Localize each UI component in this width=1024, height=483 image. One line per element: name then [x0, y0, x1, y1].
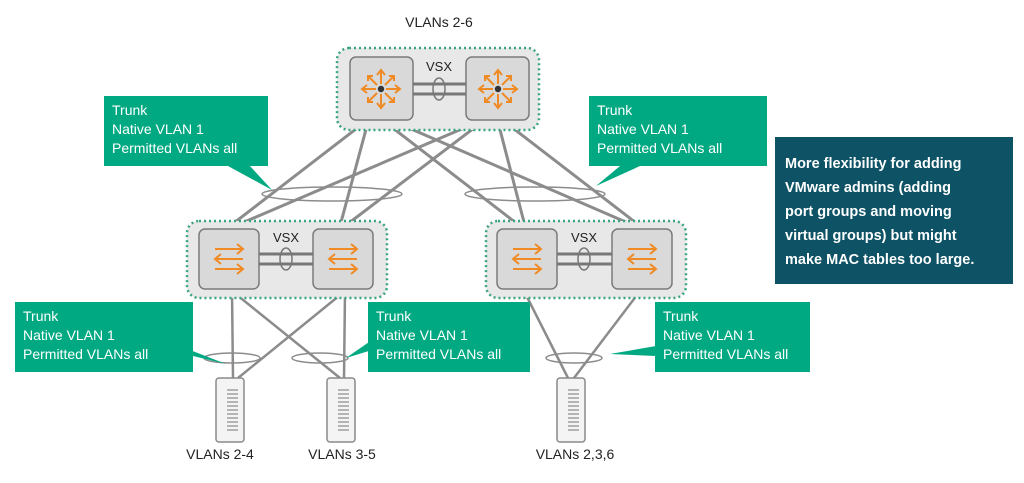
core-vsx-label: VSX — [426, 59, 452, 74]
callout-lower-right: Trunk Native VLAN 1 Permitted VLANs all — [655, 302, 810, 372]
note-line: make MAC tables too large. — [785, 252, 975, 268]
callout-line: Trunk — [597, 102, 633, 118]
callout-line: Permitted VLANs all — [112, 140, 238, 156]
lag-ring-upper-right — [464, 186, 606, 202]
callout-line: Native VLAN 1 — [597, 121, 689, 137]
switch-arrows-icon — [214, 243, 244, 275]
right-vsx-label: VSX — [571, 230, 597, 245]
callout-line: Permitted VLANs all — [663, 346, 789, 362]
right-vsx-group: VSX — [484, 219, 688, 300]
callout-line: Native VLAN 1 — [112, 121, 204, 137]
callout-upper-left: Trunk Native VLAN 1 Permitted VLANs all — [104, 96, 268, 166]
lag-ring-upper-left — [261, 186, 403, 202]
callout-line: Trunk — [376, 308, 412, 324]
flexibility-note: More flexibility for adding VMware admin… — [775, 137, 1013, 284]
note-line: VMware admins (adding — [785, 180, 951, 196]
switch-arrows-icon — [328, 243, 358, 275]
callout-lower-left: Trunk Native VLAN 1 Permitted VLANs all — [15, 302, 193, 372]
note-line: port groups and moving — [785, 204, 952, 220]
core-vsx-group: VSX — [335, 46, 541, 132]
server-1-vlans: VLANs 2-4 — [186, 446, 254, 462]
callout-lower-mid: Trunk Native VLAN 1 Permitted VLANs all — [368, 302, 530, 372]
callout-line: Native VLAN 1 — [663, 327, 755, 343]
switch-arrows-icon — [627, 243, 657, 275]
server-icon — [326, 377, 356, 443]
switch-arrows-icon — [512, 243, 542, 275]
callout-line: Trunk — [112, 102, 148, 118]
lag-ring-server-3 — [545, 352, 603, 364]
callout-line: Permitted VLANs all — [376, 346, 502, 362]
callout-line: Permitted VLANs all — [597, 140, 723, 156]
server-2-vlans: VLANs 3-5 — [308, 446, 376, 462]
core-router-icon — [478, 69, 518, 109]
callout-line: Native VLAN 1 — [376, 327, 468, 343]
server-3-vlans: VLANs 2,3,6 — [536, 446, 615, 462]
callout-line: Permitted VLANs all — [23, 346, 149, 362]
core-router-icon — [361, 69, 401, 109]
server-icon — [556, 377, 586, 443]
left-vsx-label: VSX — [273, 230, 299, 245]
left-vsx-group: VSX — [185, 219, 389, 300]
callout-line: Trunk — [23, 308, 59, 324]
lag-ring-server-2 — [291, 352, 349, 364]
callout-upper-right: Trunk Native VLAN 1 Permitted VLANs all — [589, 96, 767, 166]
core-uplinks — [229, 120, 641, 228]
note-line: virtual groups) but might — [785, 228, 957, 244]
core-vlans-label: VLANs 2-6 — [405, 14, 473, 30]
server-icon — [215, 377, 245, 443]
note-line: More flexibility for adding — [785, 156, 962, 172]
callout-line: Trunk — [663, 308, 699, 324]
callout-line: Native VLAN 1 — [23, 327, 115, 343]
